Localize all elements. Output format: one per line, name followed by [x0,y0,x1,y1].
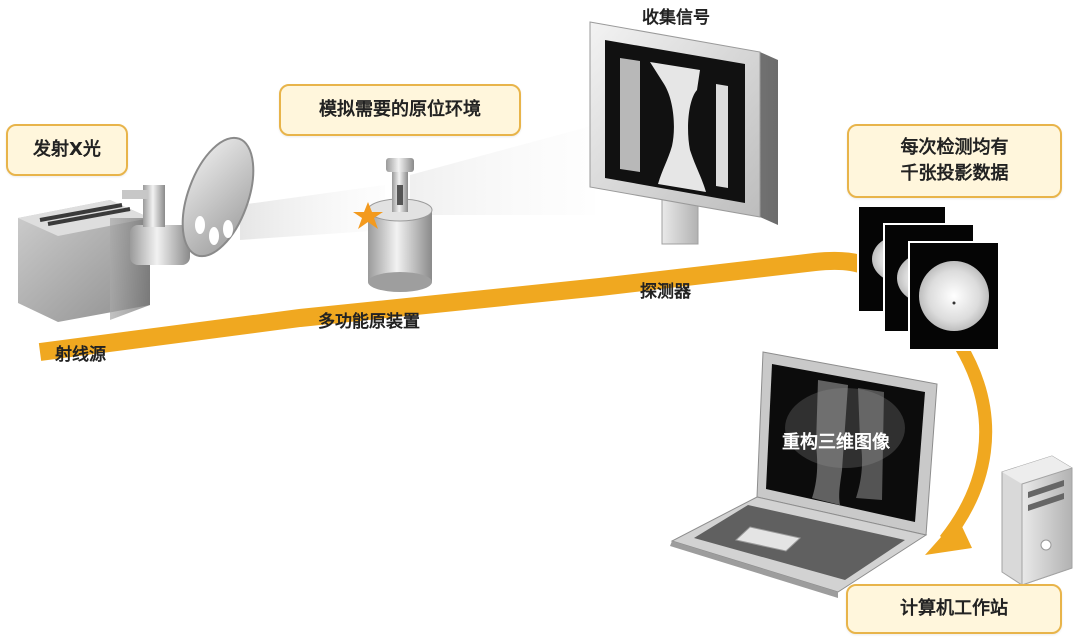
laptop [670,351,938,598]
callout-workstation-text: 计算机工作站 [900,598,1008,619]
label-reconstruct: 重构三维图像 [782,432,890,453]
beam-arrowhead [925,518,972,555]
xray-cone-1 [240,185,385,240]
sample-star [353,202,383,229]
callout-projections-line1: 每次检测均有 [900,137,1009,158]
detector [589,21,778,245]
laptop-keyboard [694,505,905,580]
detector-projection [650,62,706,192]
device-body [368,210,432,282]
source-neck [143,185,165,227]
laptop-screen [766,364,925,522]
callout-projections: 每次检测均有 千张投影数据 [847,124,1062,198]
xray-cone-2 [410,125,595,215]
workstation-tower [1001,455,1073,586]
projection-stack [857,205,1000,351]
callout-workstation: 计算机工作站 [846,584,1062,634]
callout-emit-xray: 发射X光 [6,124,128,176]
xray-source [18,136,385,322]
in-situ-device [353,125,595,292]
source-tube [130,225,190,265]
callout-projections-line2: 千张投影数据 [900,163,1009,184]
label-ray-source: 射线源 [55,345,106,365]
beam-to-workstation [939,341,993,545]
label-collect-signal: 收集信号 [642,8,710,28]
callout-simulate-env-text: 模拟需要的原位环境 [319,99,481,120]
callout-emit-xray-text: 发射X光 [33,139,101,160]
beam-main [38,251,899,361]
label-detector: 探测器 [640,282,691,302]
label-in-situ-device: 多功能原装置 [318,312,420,332]
callout-simulate-env: 模拟需要的原位环境 [279,84,521,136]
